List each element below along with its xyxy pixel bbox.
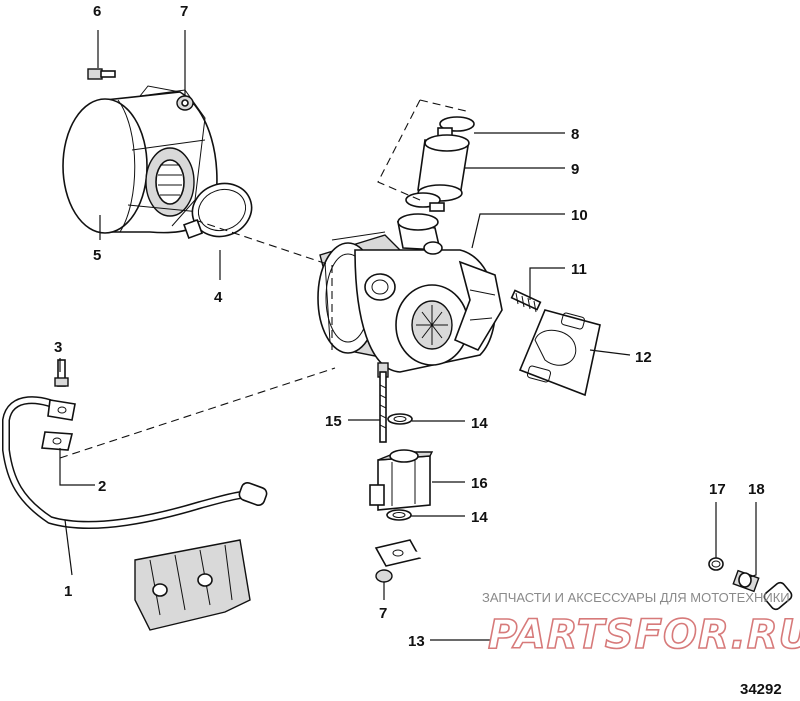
callout-10: 10 [571, 207, 588, 224]
callout-7-bottom: 7 [379, 605, 387, 622]
oil-return-tube-part [404, 549, 793, 660]
callout-3: 3 [54, 339, 62, 356]
watermark-caption: ЗАПЧАСТИ И АКСЕССУАРЫ ДЛЯ МОТОТЕХНИКИ [482, 590, 790, 605]
coupling-hose-part [405, 116, 475, 212]
nut-7-top-part [176, 95, 194, 111]
diagram-id: 34292 [740, 681, 782, 698]
callout-4: 4 [214, 289, 223, 306]
assembly-lines [59, 99, 471, 459]
callout-14-lower: 14 [471, 509, 488, 526]
air-filter-part [62, 85, 218, 234]
callout-1: 1 [64, 583, 72, 600]
callout-6: 6 [93, 3, 101, 20]
leader-lines [59, 30, 757, 641]
watermark-logo: PARTSFOR.RU [488, 612, 800, 658]
o-ring-part [708, 557, 724, 571]
callout-16: 16 [471, 475, 488, 492]
callout-15: 15 [325, 413, 342, 430]
callout-9: 9 [571, 161, 579, 178]
callout-17: 17 [709, 481, 726, 498]
stud-part [510, 289, 542, 313]
oil-drain-stack-part [369, 371, 434, 521]
oil-supply-line-part [2, 359, 268, 529]
callout-13: 13 [408, 633, 425, 650]
callout-7-top: 7 [180, 3, 188, 20]
lower-flange-part [374, 539, 422, 583]
callout-8: 8 [571, 126, 579, 143]
turbocharger-part [317, 213, 503, 378]
exhaust-gasket-part [518, 309, 601, 397]
watermark: ЗАПЧАСТИ И АКСЕССУАРЫ ДЛЯ МОТОТЕХНИКИ PA… [482, 590, 800, 659]
callout-14-upper: 14 [471, 415, 488, 432]
callout-2: 2 [98, 478, 106, 495]
fitting-part [732, 569, 760, 593]
callout-18: 18 [748, 481, 765, 498]
callout-5: 5 [93, 247, 101, 264]
hose-clamp-part [183, 182, 253, 239]
callout-12: 12 [635, 349, 652, 366]
bolt-6-part [87, 68, 116, 80]
engine-block-part [134, 539, 251, 631]
callout-labels: 6 7 5 4 3 2 1 8 9 10 11 12 15 14 16 14 7… [54, 3, 765, 650]
callout-11: 11 [571, 261, 587, 278]
